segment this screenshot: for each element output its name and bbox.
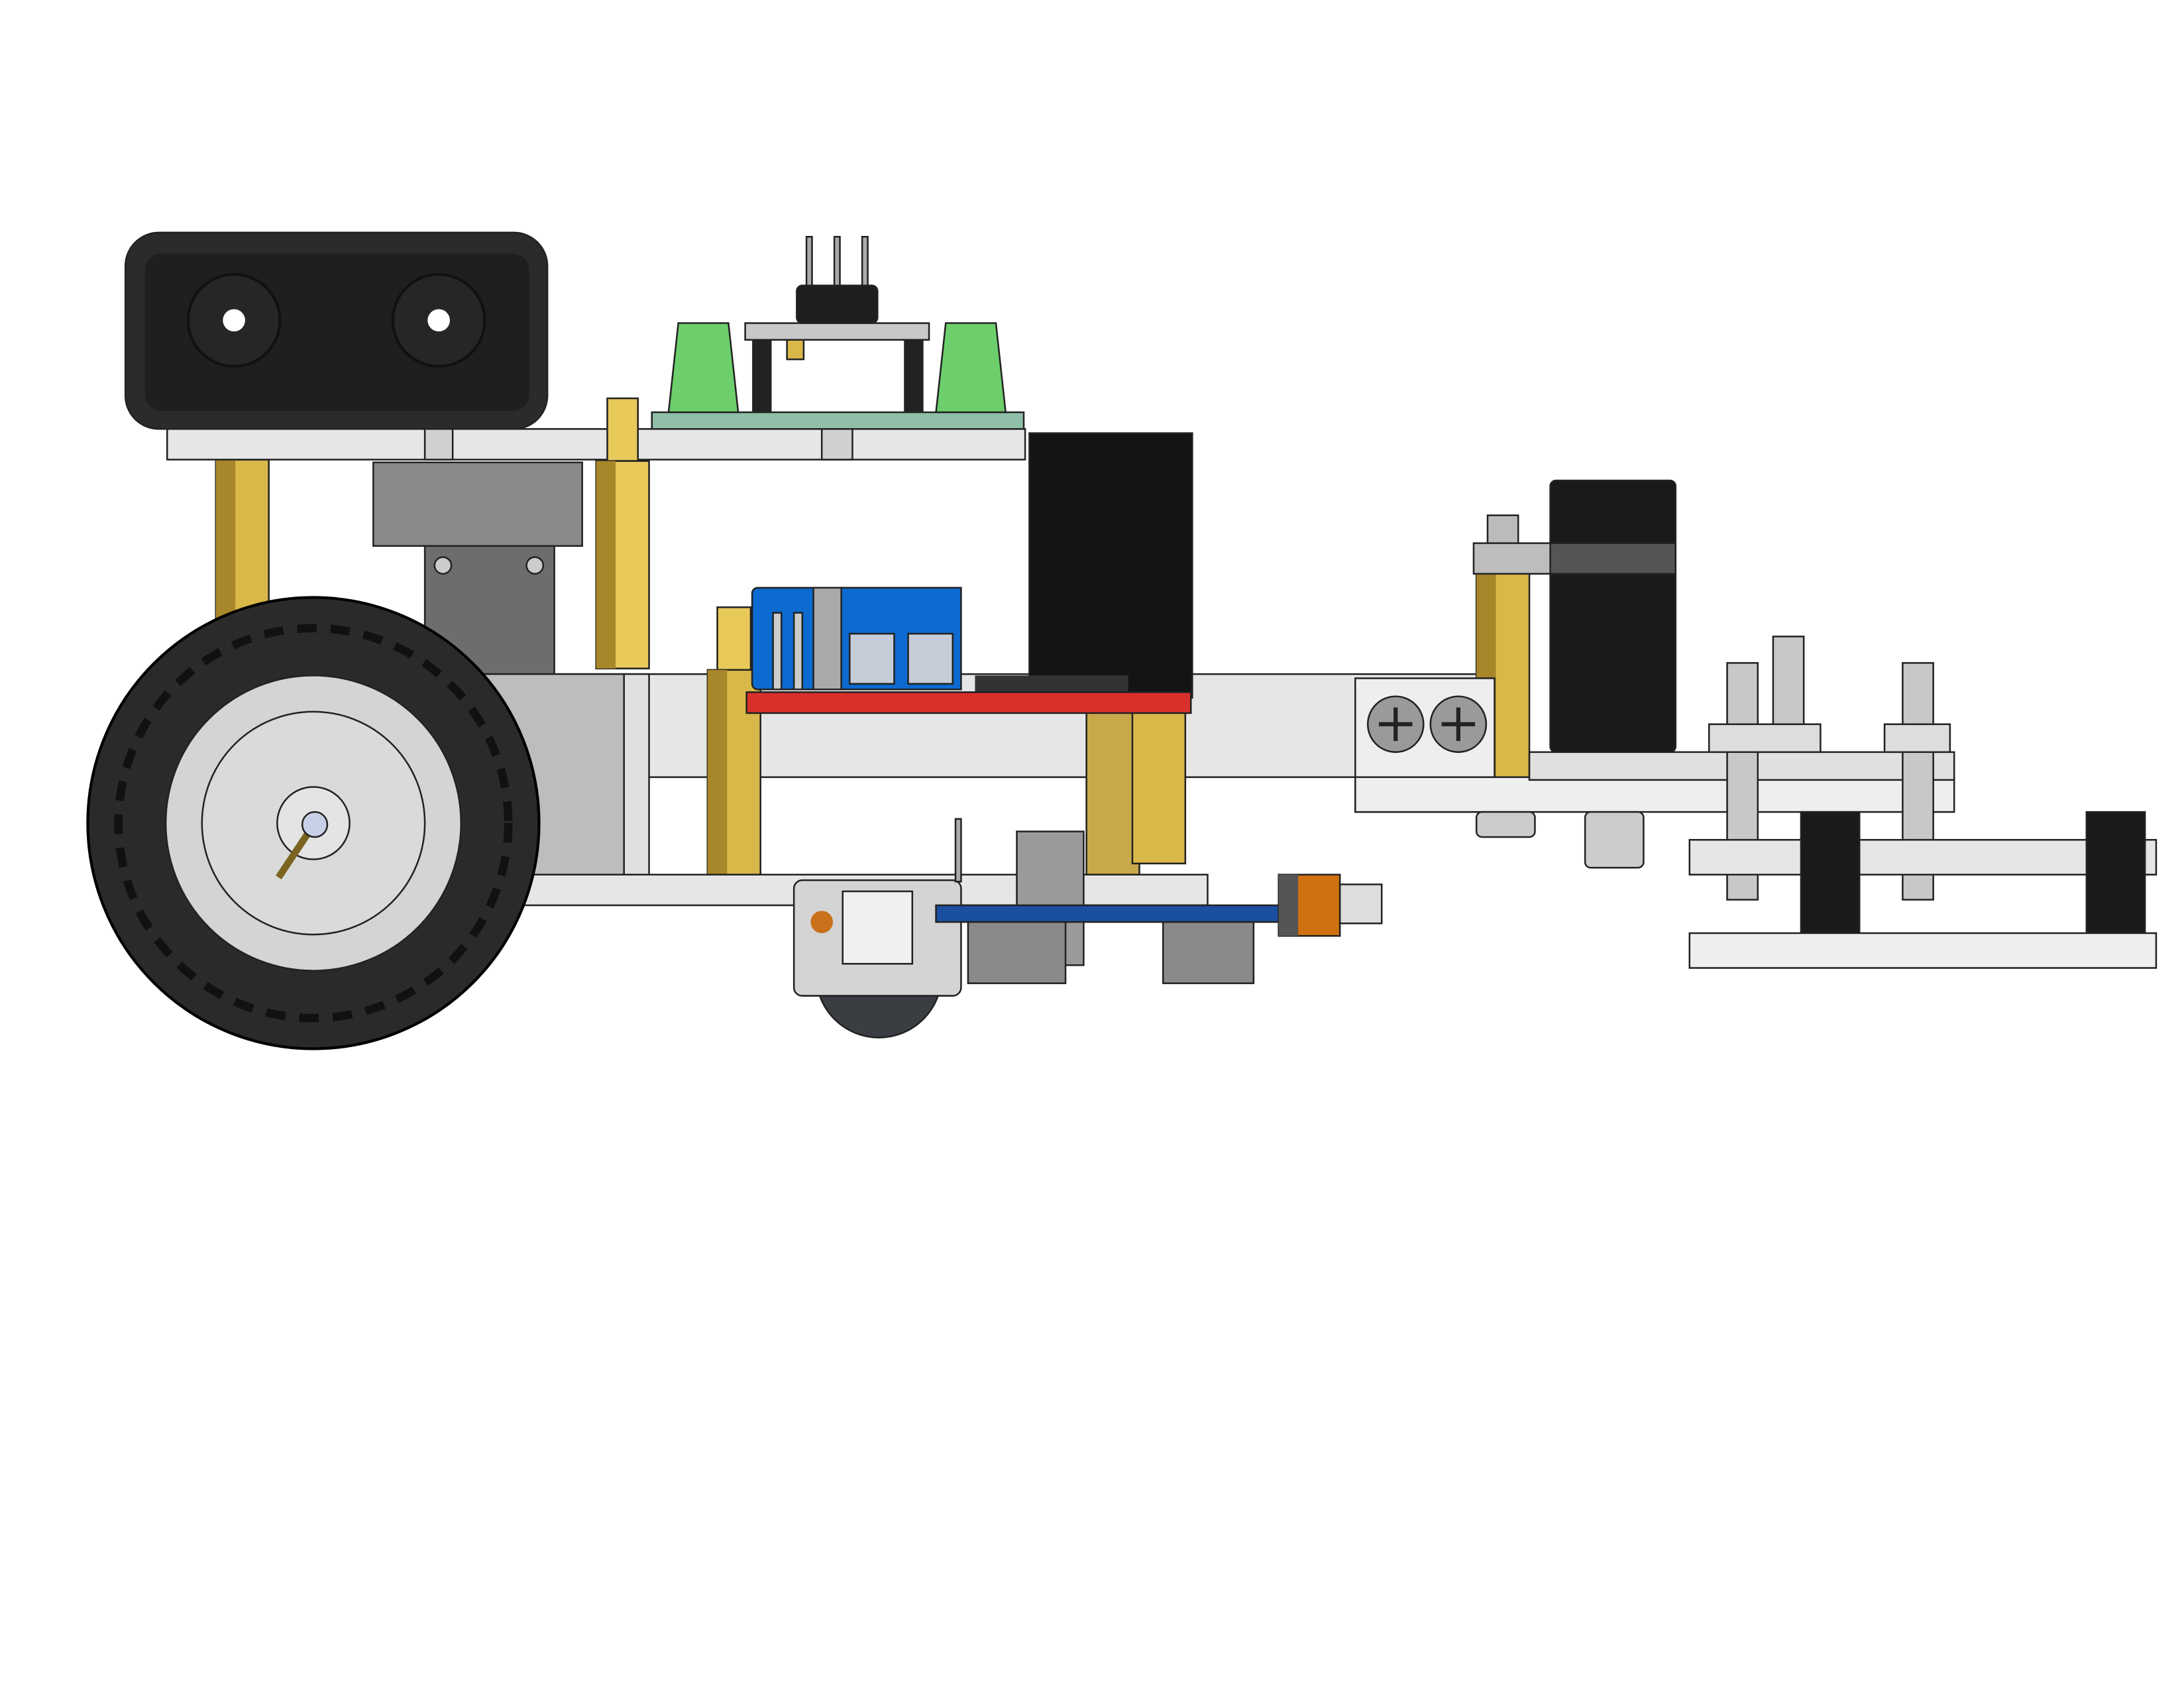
servo-motor (1472, 479, 1677, 780)
screw-icon (525, 556, 545, 575)
gripper (1354, 636, 2157, 969)
top-pcb (651, 235, 1025, 430)
caster-wheel (792, 879, 962, 1039)
brass-standoff-rear (215, 459, 270, 628)
ultrasonic-sensor (124, 231, 549, 430)
driver-board (745, 587, 1192, 714)
bottom-pcb (935, 818, 1383, 984)
screw-icon (433, 556, 453, 575)
drive-wheel (86, 596, 541, 1050)
battery-box (1028, 432, 1193, 699)
motor-bracket (372, 461, 583, 547)
top-plate (166, 427, 1026, 461)
